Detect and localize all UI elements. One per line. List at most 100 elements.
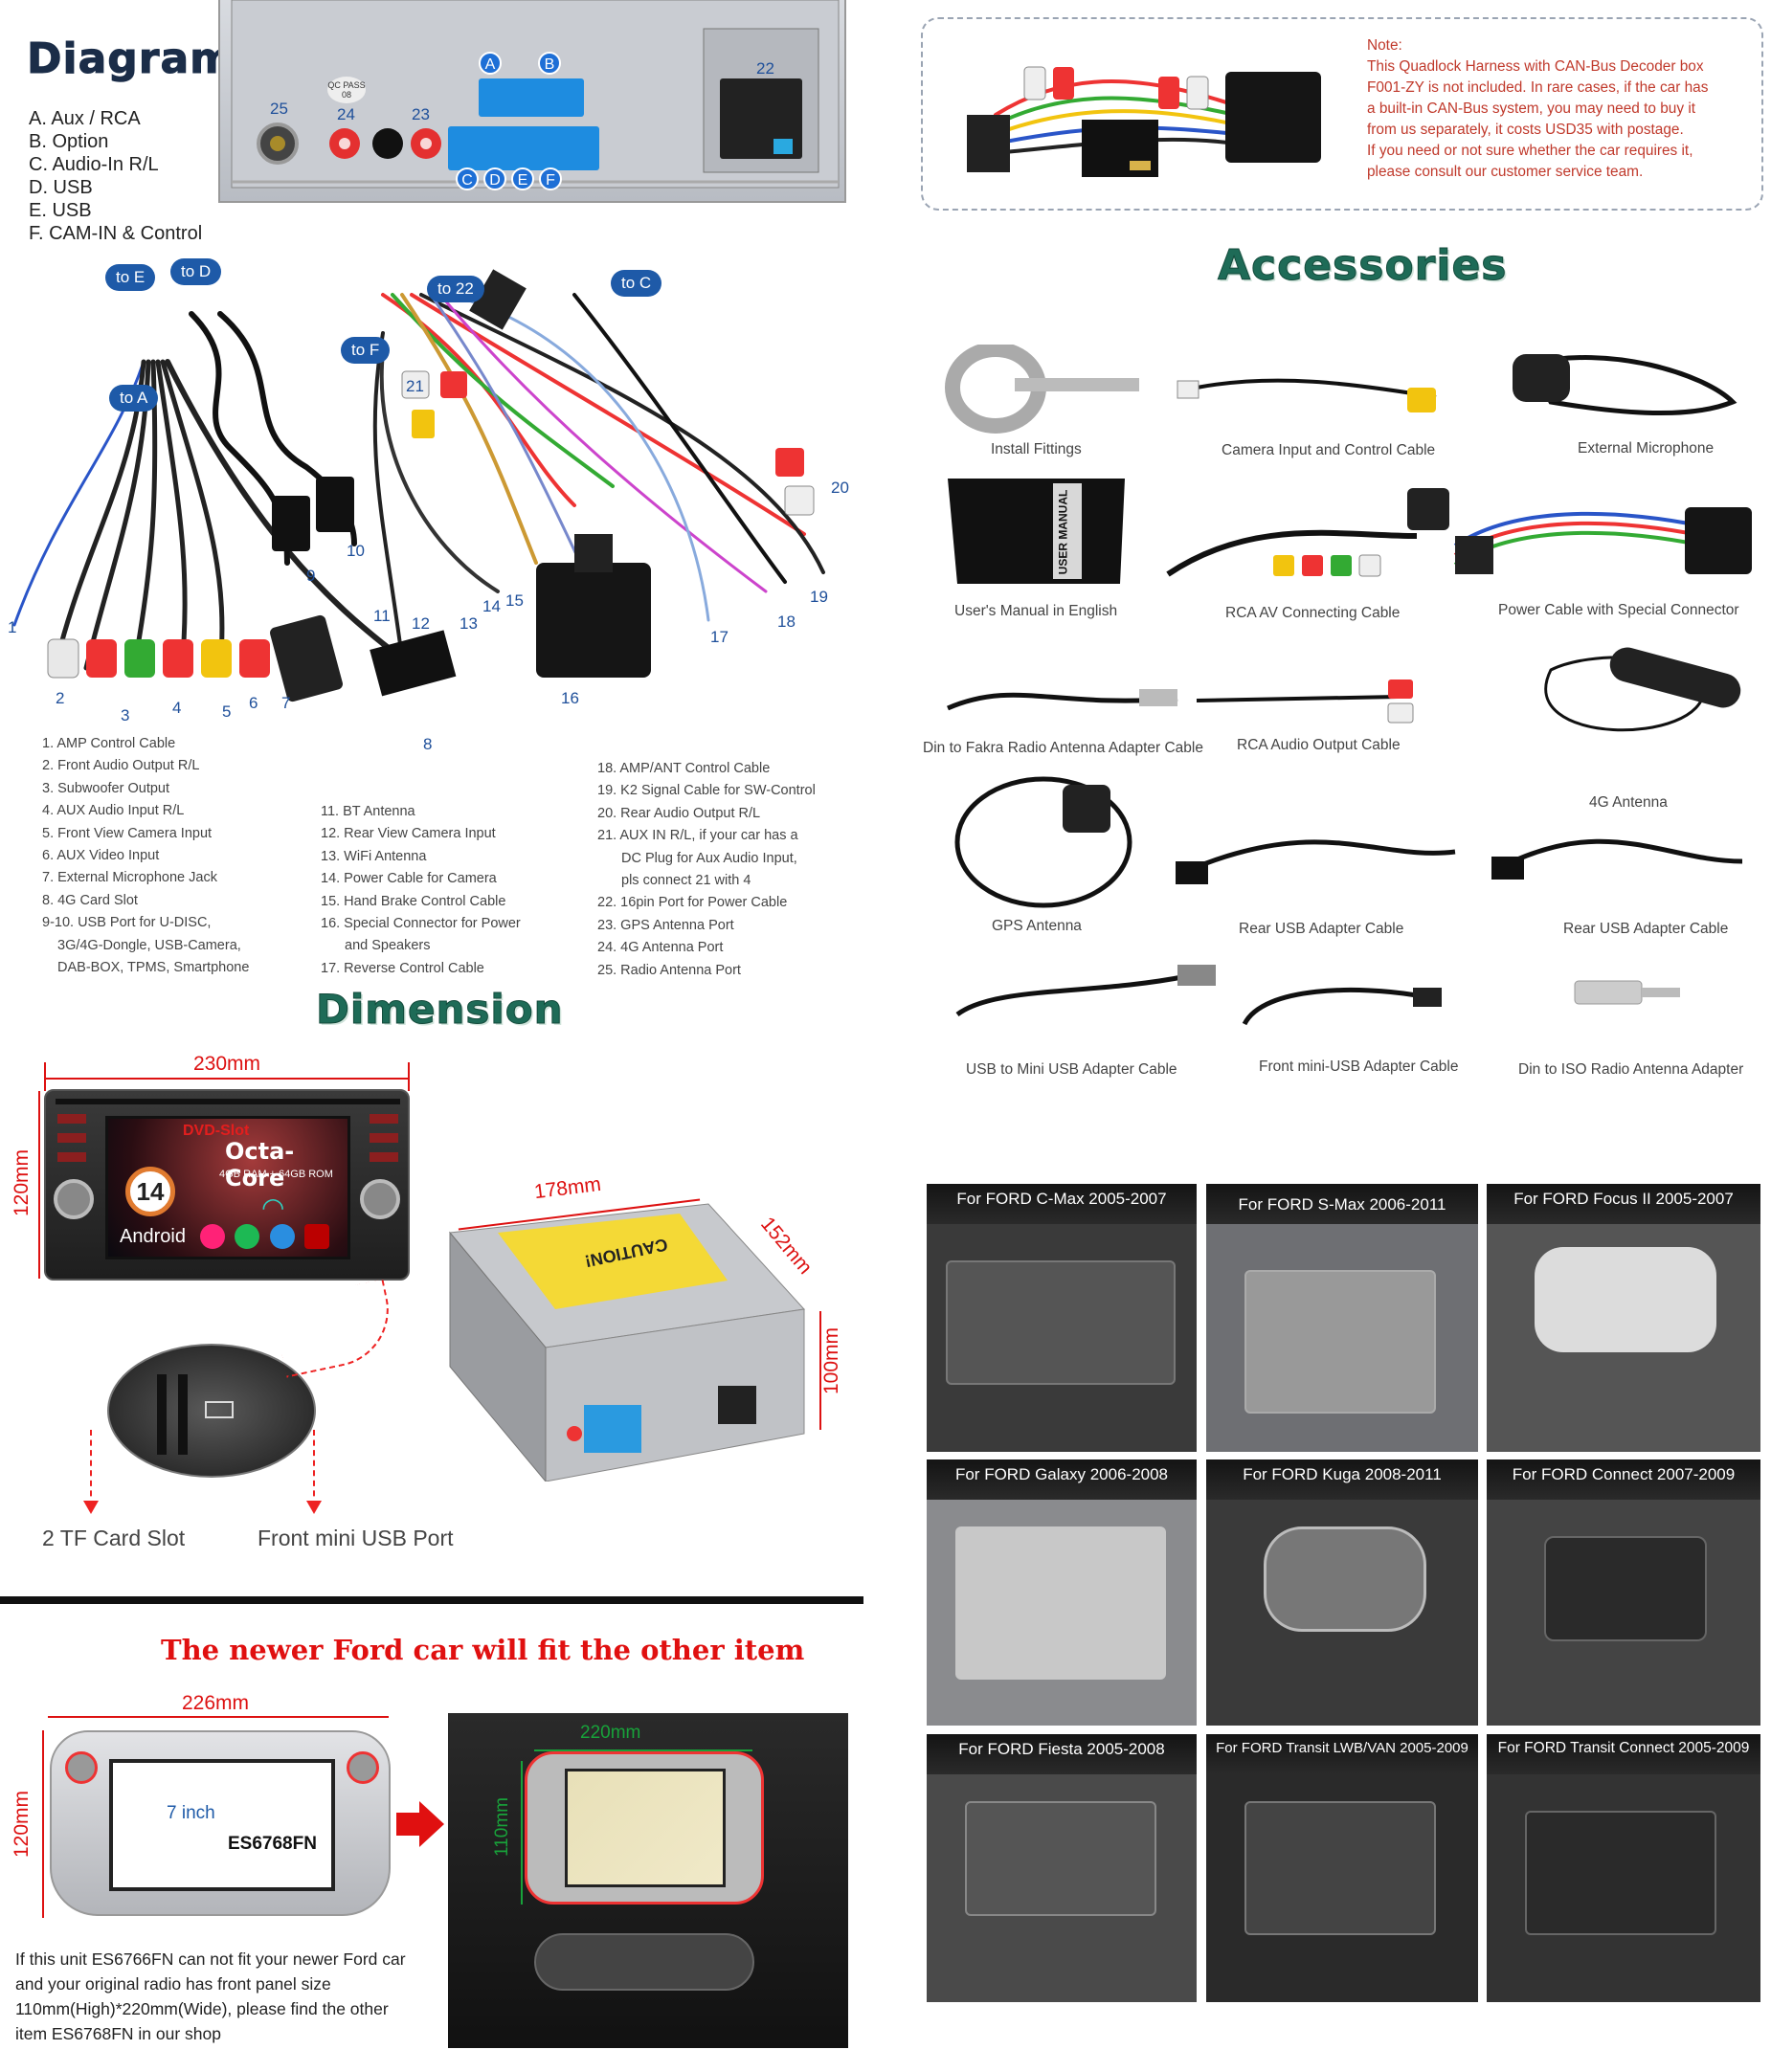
note-line: a built-in CAN-Bus system, you may need … — [1367, 100, 1696, 117]
car-radio-photo — [1264, 1526, 1426, 1632]
cable-number-10: 10 — [347, 542, 365, 560]
list-item: DC Plug for Aux Audio Input, — [621, 850, 797, 866]
list-item: 3G/4G-Dongle, USB-Camera, — [57, 937, 241, 953]
bubble-to-a: to A — [109, 385, 159, 412]
list-item: 4. AUX Audio Input R/L — [42, 803, 185, 819]
legend-item: E. USB — [29, 200, 92, 221]
newer-height-label: 120mm — [11, 1790, 34, 1859]
paragraph-line: If this unit ES6766FN can not fit your n… — [15, 1949, 406, 1969]
height-dimension-line — [38, 1091, 40, 1279]
silver-left-knob — [65, 1751, 98, 1784]
manual-spine-text: USER MANUAL — [1056, 489, 1070, 575]
accessory-label: Din to ISO Radio Antenna Adapter — [1518, 1061, 1744, 1078]
cable-number-11: 11 — [373, 607, 391, 625]
cable-number-1: 1 — [8, 618, 17, 636]
car-tile-title: For FORD S-Max 2006-2011 — [1238, 1195, 1446, 1214]
dash-height-line — [521, 1761, 523, 1905]
port-letter-f: F — [539, 167, 562, 190]
cable-number-7: 7 — [281, 694, 291, 712]
android-label: Android — [120, 1226, 186, 1247]
car-tile-title: For FORD Galaxy 2006-2008 — [954, 1465, 1169, 1483]
list-item: 11. BT Antenna — [321, 804, 415, 819]
4g-antenna-image — [1544, 647, 1741, 732]
accessory-label: GPS Antenna — [992, 918, 1082, 934]
accessories-graphics — [945, 345, 1752, 1026]
back-panel-graphic — [231, 0, 840, 189]
car-tile: For FORD Transit LWB/VAN 2005-2009 — [1206, 1734, 1478, 2002]
accessory-label: External Microphone — [1578, 440, 1715, 457]
gps-antenna-image — [954, 776, 1132, 908]
card-slot-zoom — [107, 1344, 316, 1478]
cable-number-6: 6 — [249, 694, 258, 712]
cable-number-16: 16 — [561, 689, 579, 707]
diagram-legend: A. Aux / RCA B. Option C. Audio-In R/L D… — [29, 107, 202, 245]
model-label: ES6768FN — [228, 1834, 317, 1854]
port-letter-c: C — [456, 167, 479, 190]
list-item: 15. Hand Brake Control Cable — [321, 893, 506, 909]
port-number-22: 22 — [756, 59, 774, 78]
cable-number-12: 12 — [412, 614, 430, 633]
car-tile-title: For FORD Focus II 2005-2007 — [1513, 1190, 1734, 1208]
dash-height-label: 110mm — [491, 1797, 512, 1857]
note-box — [921, 17, 1763, 211]
quadlock-harness-graphic — [967, 66, 1321, 177]
list-item: pls connect 21 with 4 — [621, 873, 751, 889]
rca-av-cable-image — [1166, 488, 1449, 577]
car-radio-photo — [1544, 1536, 1707, 1641]
newer-ford-paragraph: If this unit ES6766FN can not fit your n… — [15, 1947, 437, 2046]
accessory-label: Rear USB Adapter Cable — [1563, 921, 1729, 937]
tf-arrow-head — [83, 1501, 99, 1514]
list-item: 12. Rear View Camera Input — [321, 826, 496, 842]
qc-label: QC PASS 08 — [327, 77, 366, 103]
cable-number-21: 21 — [406, 377, 424, 395]
legend-item: B. Option — [29, 131, 109, 152]
note-line: from us separately, it costs USD35 with … — [1367, 122, 1684, 138]
accessories-title: Accessories — [1217, 241, 1508, 291]
rear-usb-cable-image-2 — [1491, 838, 1743, 880]
user-manual-image — [948, 479, 1125, 584]
list-item: 16. Special Connector for Power — [321, 916, 521, 932]
accessory-label: RCA Audio Output Cable — [1237, 737, 1401, 753]
ram-rom-label: 4GB RAM + 64GB ROM — [219, 1169, 333, 1180]
app-icons-row — [200, 1224, 344, 1253]
usb-arrow-line — [313, 1430, 315, 1506]
cable-list-column-1: 1. AMP Control Cable 2. Front Audio Outp… — [42, 733, 249, 979]
accessory-label: Camera Input and Control Cable — [1222, 442, 1436, 458]
climate-controls — [534, 1933, 754, 1991]
unit-side-graphic — [449, 1203, 806, 1483]
newer-height-line — [42, 1730, 44, 1918]
list-item: 8. 4G Card Slot — [42, 892, 138, 908]
dash-width-line — [534, 1749, 752, 1751]
left-button-column — [57, 1114, 86, 1162]
cable-number-19: 19 — [810, 588, 828, 606]
port-number-23: 23 — [412, 105, 430, 123]
cable-number-4: 4 — [172, 699, 182, 717]
browser-app-icon — [269, 1224, 295, 1249]
ford-dashboard-photo: 220mm 110mm — [448, 1713, 848, 2048]
note-line: please consult our customer service team… — [1367, 164, 1644, 180]
octa-core-label: Octa-Core — [225, 1138, 295, 1192]
list-item: 14. Power Cable for Camera — [321, 871, 497, 887]
accessory-label: User's Manual in English — [954, 603, 1118, 619]
list-item: 22. 16pin Port for Power Cable — [597, 895, 788, 911]
car-radio-photo — [946, 1260, 1176, 1385]
list-item: 3. Subwoofer Output — [42, 780, 169, 796]
tf-slot-2 — [178, 1374, 188, 1455]
car-tile-title: For FORD Connect 2007-2009 — [1512, 1465, 1736, 1483]
width-dimension-tick-left — [44, 1062, 46, 1091]
android-version-number: 14 — [136, 1177, 165, 1206]
cable-number-20: 20 — [831, 479, 849, 497]
diagram-title: Diagram — [26, 34, 235, 84]
rca-audio-cable-image — [1196, 680, 1414, 724]
car-radio-photo — [1244, 1801, 1436, 1935]
tf-arrow-line — [90, 1430, 92, 1506]
bubble-to-f: to F — [341, 337, 391, 364]
dashboard-map-screen — [565, 1769, 726, 1887]
cable-number-15: 15 — [505, 591, 524, 610]
paragraph-line: 110mm(High)*220mm(Wide), please find the… — [15, 1999, 389, 2018]
car-radio-photo — [955, 1526, 1166, 1680]
silver-right-knob — [347, 1751, 379, 1784]
port-letter-a: A — [479, 52, 502, 75]
depth-height-label: 100mm — [820, 1326, 843, 1395]
port-number-24: 24 — [337, 105, 355, 123]
